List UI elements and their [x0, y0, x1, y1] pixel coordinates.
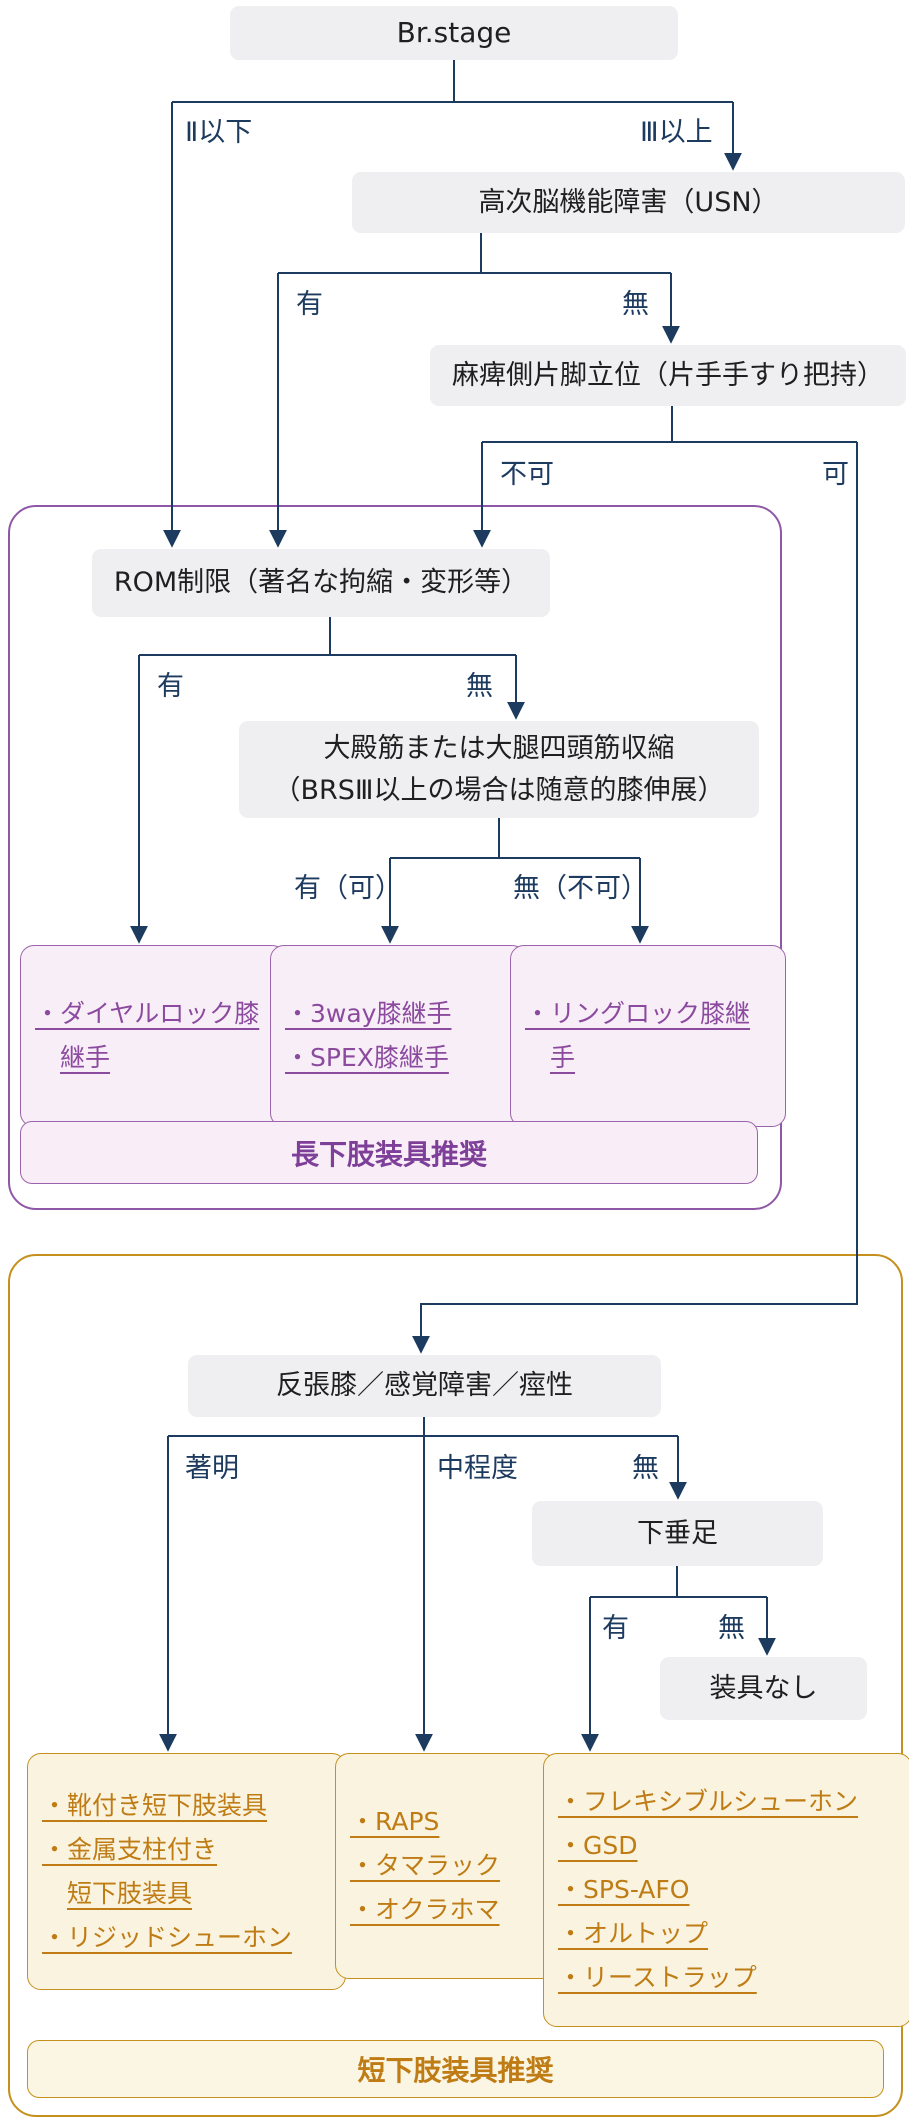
edge-standing-split	[482, 406, 857, 443]
leaf-link[interactable]: ・SPS-AFO	[558, 1875, 690, 1904]
leaf-link[interactable]: ・リングロック膝継手	[525, 999, 751, 1072]
leaf-link[interactable]: ・リーストラップ	[558, 1963, 757, 1992]
edge-stand-ok-to-genu	[412, 442, 858, 1354]
label-genu-none: 無	[632, 1453, 659, 1484]
node-one-leg-standing-label: 麻痺側片脚立位（片手手すり把持）	[452, 359, 884, 391]
kafo-leaf-dial-lock: ・ダイヤルロック膝継手	[20, 945, 286, 1127]
edge-brstage-split	[172, 60, 733, 103]
node-genu-recurvatum-label: 反張膝／感覚障害／痙性	[276, 1370, 573, 1402]
node-one-leg-standing: 麻痺側片脚立位（片手手すり把持）	[430, 345, 906, 406]
edge-usn-split	[278, 233, 671, 274]
label-dropfoot-present: 有	[602, 1613, 629, 1644]
node-muscle-line2: （BRSⅢ以上の場合は随意的膝伸展）	[273, 774, 725, 806]
leaf-link[interactable]: ・RAPS	[350, 1807, 440, 1836]
node-usn-label: 高次脳機能障害（USN）	[478, 186, 779, 218]
node-rom-limit: ROM制限（著名な拘縮・変形等）	[92, 549, 550, 617]
node-no-brace: 装具なし	[660, 1657, 867, 1720]
edge-dropfoot-split	[590, 1566, 767, 1598]
leaf-link[interactable]: ・オクラホマ	[350, 1895, 500, 1924]
leaf-link[interactable]: ・SPEX膝継手	[285, 1043, 449, 1072]
node-no-brace-label: 装具なし	[709, 1672, 818, 1704]
label-genu-severe: 著明	[185, 1453, 239, 1484]
label-stage2-or-less: Ⅱ以下	[185, 117, 253, 148]
leaf-link[interactable]: ・3way膝継手	[285, 999, 452, 1028]
node-rom-limit-label: ROM制限（著名な拘縮・変形等）	[113, 567, 529, 599]
label-genu-moderate: 中程度	[437, 1453, 518, 1484]
node-genu-recurvatum: 反張膝／感覚障害／痙性	[188, 1355, 661, 1417]
afo-leaf-raps-tamarack-oklahoma: ・RAPS ・タマラック・オクラホマ	[335, 1753, 556, 1979]
kafo-leaf-ring-lock: ・リングロック膝継手	[510, 945, 786, 1127]
label-standing-able: 可	[822, 459, 849, 490]
label-usn-absent: 無	[622, 289, 649, 320]
label-muscle-present: 有（可）	[294, 873, 402, 904]
kafo-group-container	[8, 505, 782, 1210]
afo-recommend-banner: 短下肢装具推奨	[27, 2040, 884, 2098]
label-standing-unable: 不可	[500, 459, 554, 490]
label-usn-present: 有	[296, 289, 323, 320]
leaf-link[interactable]: ・タマラック	[350, 1851, 501, 1880]
afo-leaf-shoe-metal-rigid: ・靴付き短下肢装具・金属支柱付き 短下肢装具・リジッドシューホン	[27, 1753, 346, 1990]
leaf-link[interactable]: ・オルトップ	[558, 1919, 709, 1948]
kafo-recommend-label: 長下肢装具推奨	[290, 1137, 487, 1171]
node-muscle-line1: 大殿筋または大腿四頭筋収縮	[323, 732, 675, 764]
leaf-link[interactable]: ・リジッドシューホン	[42, 1922, 293, 1952]
node-usn: 高次脳機能障害（USN）	[352, 172, 905, 233]
leaf-link[interactable]: ・金属支柱付き 短下肢装具	[42, 1834, 218, 1908]
node-br-stage-label: Br.stage	[396, 15, 512, 49]
node-drop-foot-label: 下垂足	[637, 1517, 718, 1549]
edge-rom-split	[139, 617, 516, 656]
kafo-leaf-3way-spex: ・3way膝継手・SPEX膝継手	[270, 945, 526, 1127]
label-muscle-absent: 無（不可）	[513, 873, 648, 904]
node-muscle-contraction: 大殿筋または大腿四頭筋収縮 （BRSⅢ以上の場合は随意的膝伸展）	[239, 721, 759, 818]
afo-leaf-flexible-gsd-sps: ・フレキシブルシューホン・GSD ・SPS-AFO ・オルトップ・リーストラップ	[543, 1753, 909, 2027]
leaf-link[interactable]: ・フレキシブルシューホン	[558, 1787, 859, 1816]
label-rom-present: 有	[157, 671, 184, 702]
kafo-recommend-banner: 長下肢装具推奨	[20, 1121, 758, 1184]
label-dropfoot-absent: 無	[718, 1613, 745, 1644]
node-br-stage: Br.stage	[230, 6, 678, 60]
edge-genu-split	[168, 1417, 678, 1437]
label-stage3-or-more: Ⅲ以上	[640, 117, 713, 148]
label-rom-absent: 無	[466, 671, 493, 702]
leaf-link[interactable]: ・ダイヤルロック膝継手	[35, 999, 260, 1072]
afo-group-container	[8, 1254, 903, 2117]
edge-muscle-split	[390, 818, 640, 859]
node-drop-foot: 下垂足	[532, 1501, 823, 1566]
leaf-link[interactable]: ・GSD	[558, 1831, 638, 1860]
leaf-link[interactable]: ・靴付き短下肢装具	[42, 1790, 268, 1820]
afo-recommend-label: 短下肢装具推奨	[357, 2054, 554, 2087]
